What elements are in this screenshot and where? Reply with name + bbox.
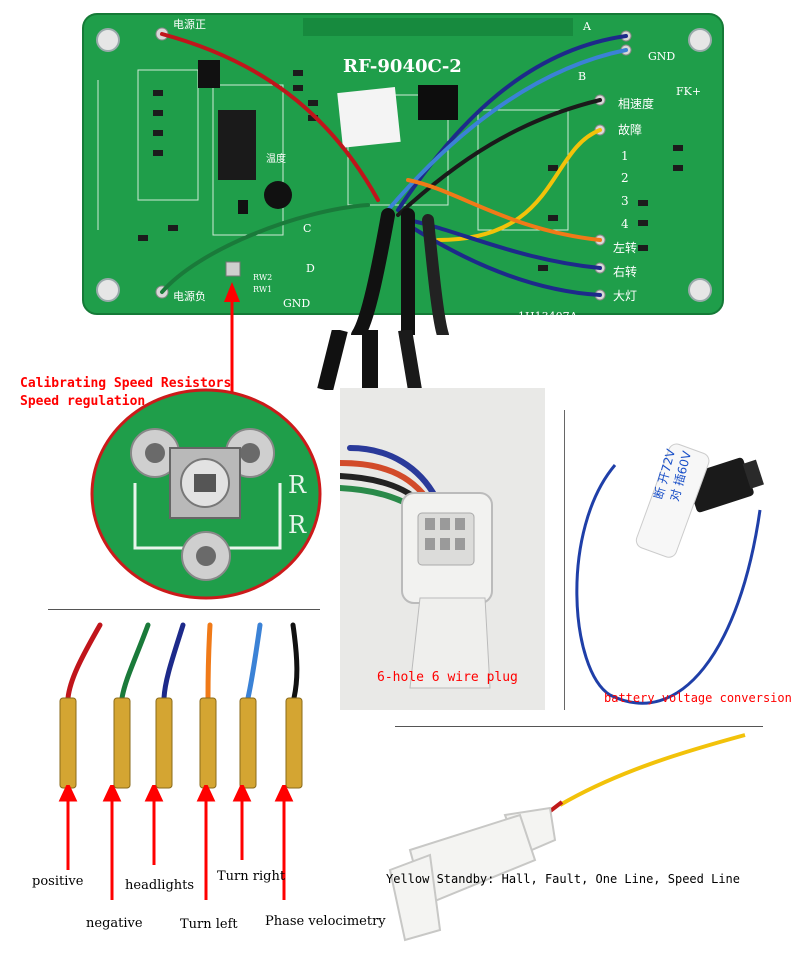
silk-gnd-bottom: GND bbox=[283, 297, 310, 310]
silk-n4: 4 bbox=[621, 217, 629, 231]
label-phase: Phase velocimetry bbox=[265, 914, 386, 929]
silk-fault: 故障 bbox=[618, 122, 642, 137]
silk-power-neg: 电源负 bbox=[173, 289, 206, 303]
silk-n3: 3 bbox=[621, 194, 629, 208]
pot-closeup-photo: R R bbox=[90, 388, 322, 600]
silk-fk: FK+ bbox=[676, 85, 701, 98]
silk-n2: 2 bbox=[621, 171, 629, 185]
silk-power-pos: 电源正 bbox=[173, 17, 206, 31]
silk-a: A bbox=[582, 20, 592, 33]
pcb-model: RF-9040C-2 bbox=[343, 56, 462, 77]
silk-phase-speed: 相速度 bbox=[618, 96, 654, 111]
divider-right bbox=[395, 726, 763, 727]
battery-line-label: battery voltage conversion line bbox=[604, 691, 800, 705]
wire-terminals-photo bbox=[40, 620, 340, 820]
cable-bundle bbox=[300, 330, 440, 390]
divider-left bbox=[48, 609, 320, 610]
pcb-serial: 1H13407A bbox=[518, 310, 579, 323]
silk-gnd-top: GND bbox=[648, 50, 675, 63]
pcb-board: RF-9040C-2 1H13407A 电源正 电源负 GND GND FK+ … bbox=[82, 13, 724, 335]
silk-rw1: RW1 bbox=[253, 285, 272, 294]
speed-regulation-label: Speed regulation bbox=[20, 394, 146, 409]
silk-headlight: 大灯 bbox=[613, 289, 637, 303]
label-turn-right: Turn right bbox=[217, 869, 286, 884]
silk-temp: 温度 bbox=[266, 152, 286, 165]
label-headlights: headlights bbox=[125, 878, 195, 893]
calibration-arrow bbox=[222, 282, 242, 392]
svg-text:R: R bbox=[288, 471, 307, 499]
calibrating-label: Calibrating Speed Resistors bbox=[20, 376, 232, 391]
silk-c: C bbox=[303, 222, 311, 235]
yellow-standby-photo bbox=[330, 730, 790, 960]
silk-left-turn: 左转 bbox=[613, 240, 637, 255]
plug-photo bbox=[340, 388, 545, 710]
terminal-arrows bbox=[20, 785, 320, 915]
label-turn-left: Turn left bbox=[180, 917, 238, 932]
label-negative: negative bbox=[86, 916, 143, 931]
wire-terminals bbox=[59, 622, 303, 789]
silk-rw2: RW2 bbox=[253, 273, 272, 282]
pcb-photo: RF-9040C-2 1H13407A 电源正 电源负 GND GND FK+ … bbox=[78, 0, 738, 335]
silk-d: D bbox=[306, 262, 315, 275]
svg-text:R: R bbox=[288, 511, 307, 539]
silk-b: B bbox=[578, 70, 586, 83]
battery-panel-left-border bbox=[564, 410, 565, 710]
silk-n1: 1 bbox=[621, 149, 629, 163]
battery-line-photo: 对 插60V 断 开72V bbox=[570, 410, 790, 710]
plug-label: 6-hole 6 wire plug bbox=[377, 670, 518, 685]
label-positive: positive bbox=[32, 874, 84, 889]
silk-right-turn: 右转 bbox=[613, 264, 637, 279]
yellow-standby-label: Yellow Standby: Hall, Fault, One Line, S… bbox=[386, 872, 741, 886]
